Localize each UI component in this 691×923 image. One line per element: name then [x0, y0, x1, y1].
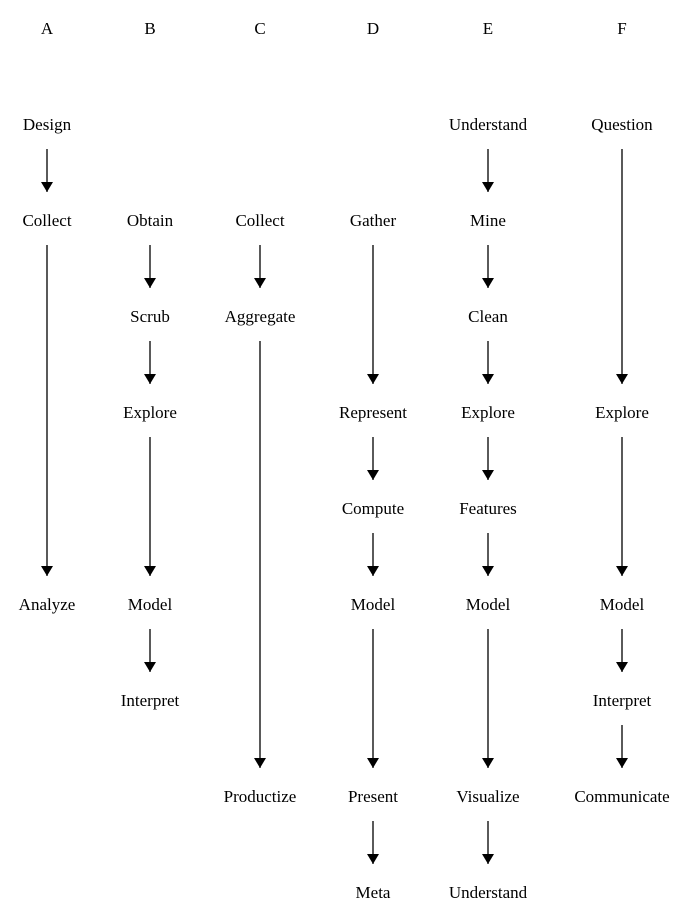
node-e-features: Features [459, 499, 517, 518]
column-header-e: E [483, 19, 493, 38]
node-d-represent: Represent [339, 403, 407, 422]
node-e-understand: Understand [449, 883, 528, 902]
node-e-explore: Explore [461, 403, 515, 422]
node-e-clean: Clean [468, 307, 508, 326]
node-a-design: Design [23, 115, 72, 134]
node-b-obtain: Obtain [127, 211, 174, 230]
node-e-understand: Understand [449, 115, 528, 134]
node-e-mine: Mine [470, 211, 506, 230]
node-b-explore: Explore [123, 403, 177, 422]
node-d-present: Present [348, 787, 398, 806]
node-c-productize: Productize [224, 787, 297, 806]
node-d-model: Model [351, 595, 396, 614]
node-d-meta: Meta [356, 883, 391, 902]
node-f-model: Model [600, 595, 645, 614]
column-header-c: C [254, 19, 265, 38]
node-b-interpret: Interpret [121, 691, 180, 710]
node-a-collect: Collect [22, 211, 71, 230]
node-b-model: Model [128, 595, 173, 614]
node-f-explore: Explore [595, 403, 649, 422]
node-e-visualize: Visualize [456, 787, 519, 806]
node-f-interpret: Interpret [593, 691, 652, 710]
node-f-question: Question [591, 115, 653, 134]
node-c-collect: Collect [235, 211, 284, 230]
column-header-b: B [144, 19, 155, 38]
node-f-communicate: Communicate [574, 787, 669, 806]
node-e-model: Model [466, 595, 511, 614]
column-header-d: D [367, 19, 379, 38]
node-b-scrub: Scrub [130, 307, 170, 326]
column-header-f: F [617, 19, 626, 38]
node-d-gather: Gather [350, 211, 397, 230]
node-d-compute: Compute [342, 499, 404, 518]
column-header-a: A [41, 19, 54, 38]
node-a-analyze: Analyze [19, 595, 76, 614]
node-c-aggregate: Aggregate [225, 307, 296, 326]
